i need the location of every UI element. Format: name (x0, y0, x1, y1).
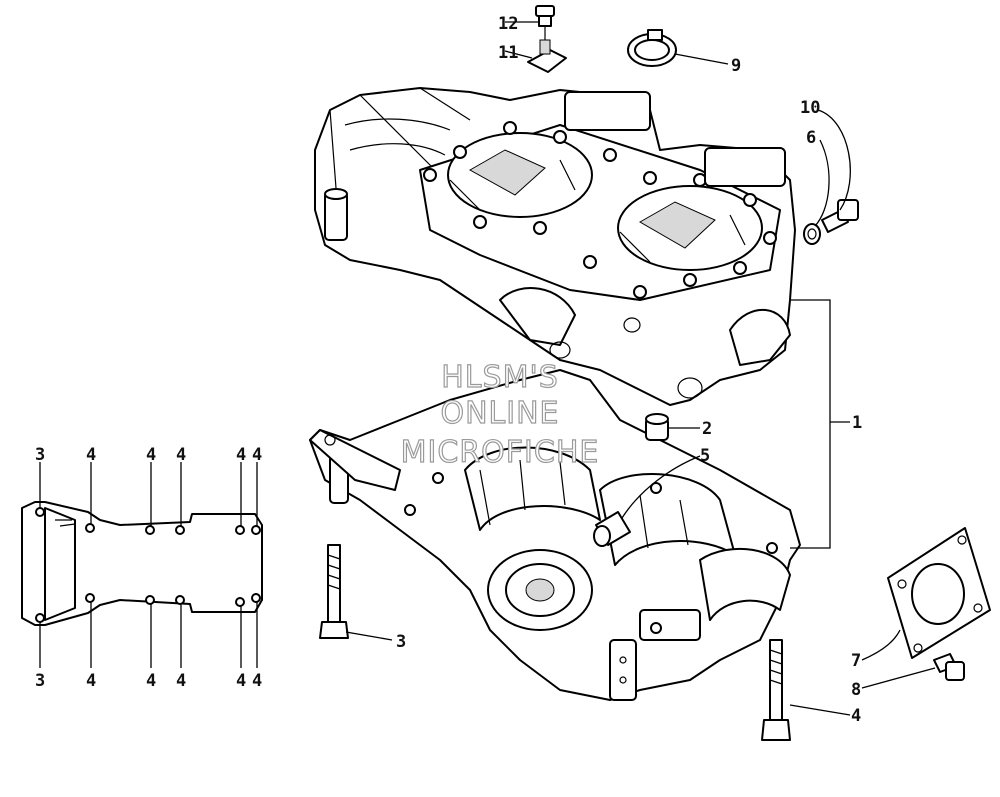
watermark: HLSM'S ONLINE MICROFICHE (400, 359, 600, 470)
callout-4: 4 (851, 706, 861, 726)
tab-washer-11 (527, 39, 567, 73)
watermark-line2: ONLINE (440, 396, 559, 431)
inset-label-top-bolt: 4 (86, 445, 96, 465)
callout-3: 3 (396, 632, 406, 652)
inset-label-top-bolt: 4 (146, 445, 156, 465)
bolt-12 (535, 5, 555, 40)
watermark-line3: MICROFICHE (401, 435, 600, 470)
callout-7: 7 (851, 651, 861, 671)
bolt-4 (761, 639, 791, 741)
callout-5: 5 (700, 446, 710, 466)
callout-2: 2 (702, 419, 712, 439)
gasket-7 (887, 527, 991, 659)
bolt-8 (933, 653, 965, 681)
inset-label-bottom-bolt: 4 (236, 671, 246, 691)
inset-label-bottom-bolt: 4 (146, 671, 156, 691)
callout-12: 12 (498, 14, 518, 34)
inset-label-top-left: 3 (35, 445, 45, 465)
callout-9: 9 (731, 56, 741, 76)
callout-11: 11 (498, 43, 518, 63)
inset-label-top-bolt: 4 (252, 445, 262, 465)
callout-1: 1 (852, 413, 862, 433)
washer-6 (803, 223, 821, 245)
inset-label-top-bolt: 4 (236, 445, 246, 465)
inset-labels: 3 3 4 4 4 4 4 4 4 4 4 4 (35, 445, 262, 691)
callout-8: 8 (851, 680, 861, 700)
sleeve-5 (593, 511, 631, 547)
bolt-3 (319, 544, 349, 639)
plug-bolt-10 (821, 199, 859, 233)
clamp-ring-9 (627, 29, 677, 67)
dowel-2 (645, 413, 669, 441)
callout-labels: 12 11 9 10 6 1 2 5 3 7 8 4 (396, 14, 862, 726)
callout-leaders (345, 21, 936, 716)
inset-label-bottom-left: 3 (35, 671, 45, 691)
upper-crankcase (314, 87, 796, 406)
inset-label-top-bolt: 4 (176, 445, 186, 465)
inset-label-bottom-bolt: 4 (176, 671, 186, 691)
watermark-line1: HLSM'S (441, 360, 559, 395)
callout-10: 10 (800, 98, 820, 118)
lower-crankcase (309, 369, 801, 701)
bolt-pattern-inset (21, 462, 263, 668)
inset-label-bottom-bolt: 4 (86, 671, 96, 691)
inset-label-bottom-bolt: 4 (252, 671, 262, 691)
callout-6: 6 (806, 128, 816, 148)
